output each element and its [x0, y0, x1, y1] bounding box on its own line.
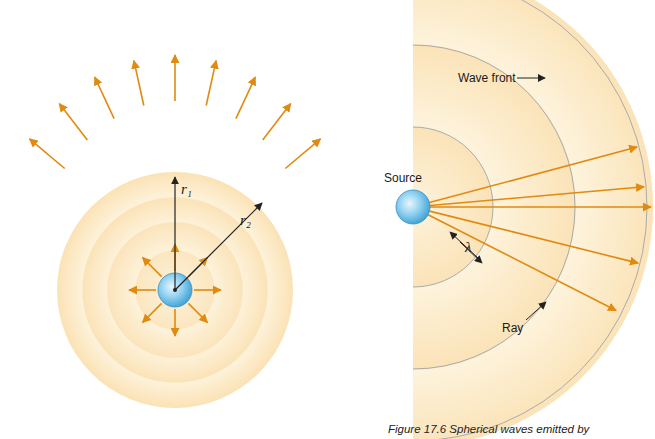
- wave-arrow: [428, 215, 616, 311]
- wave-arrow: [430, 211, 639, 263]
- wave-arrow: [236, 77, 255, 119]
- wave-arrow: [263, 104, 291, 141]
- wave-arrow: [430, 187, 644, 206]
- leader-line: [526, 302, 546, 320]
- radius-label: r₂: [240, 213, 251, 228]
- wave-arrow: [95, 77, 114, 119]
- wave-arrow: [285, 139, 320, 169]
- leader-line: [517, 78, 545, 79]
- part-label: Ray: [502, 322, 523, 334]
- wave-arrow: [143, 258, 162, 277]
- wave-arrow: [134, 61, 144, 106]
- wave-arrow: [194, 289, 221, 291]
- wave-arrow: [206, 61, 216, 106]
- leader-line: [450, 232, 478, 258]
- radius-arrow: [175, 203, 262, 290]
- wave-arrow: [429, 147, 637, 203]
- wave-arrow: [59, 104, 87, 141]
- wave-arrow: [30, 139, 65, 169]
- wave-arrow: [174, 309, 176, 336]
- wave-arrow: [143, 303, 162, 322]
- wave-glow: [57, 172, 293, 408]
- part-label: Wave front: [458, 72, 516, 84]
- radius-arrow: [174, 177, 175, 290]
- figure-caption: Figure 17.6 Spherical waves emitted by: [388, 424, 589, 436]
- part-label: Source: [384, 172, 422, 184]
- wavelength-label: λ: [465, 240, 472, 255]
- wave-arrow: [129, 289, 156, 291]
- point-source: [396, 190, 430, 224]
- wave-glow: [413, 0, 653, 439]
- wave-arrow: [174, 55, 176, 101]
- wave-arrow: [188, 303, 207, 322]
- radius-label: r₁: [181, 182, 192, 197]
- wave-arrow: [430, 206, 651, 208]
- wave-front: [413, 0, 647, 439]
